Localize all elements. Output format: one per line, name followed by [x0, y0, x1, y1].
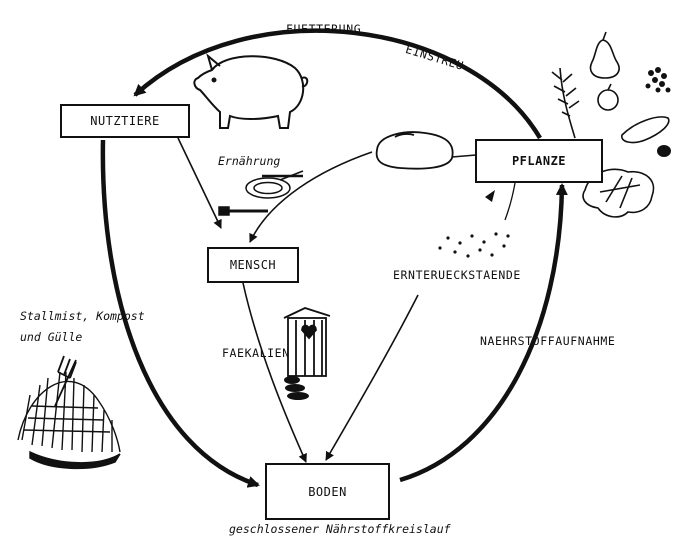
label-faekalien: FAEKALIEN	[222, 346, 290, 360]
label-ernterueckstaende: ERNTERUECKSTAENDE	[393, 268, 521, 282]
line-pflanze-to-residues	[505, 183, 515, 220]
node-mensch: MENSCH	[207, 247, 299, 283]
feces-icon	[284, 376, 309, 400]
plate-cutlery-icon	[219, 171, 303, 215]
node-nutztiere: NUTZTIERE	[60, 104, 190, 138]
manure-pile-icon	[18, 372, 120, 468]
diagram-caption: geschlossener Nährstoffkreislauf	[229, 522, 451, 536]
berries-icon	[646, 67, 671, 93]
seeds-icon	[438, 190, 509, 258]
plum-icon	[657, 145, 671, 157]
cucumber-icon	[622, 117, 669, 143]
label-stallmist-line2: und Gülle	[20, 330, 82, 344]
arrow-nutztiere-to-mensch	[178, 138, 221, 228]
node-pflanze: PFLANZE	[475, 139, 603, 183]
arrow-ernterueckstaende-to-boden	[326, 295, 418, 460]
pig-icon	[194, 56, 307, 128]
apple-icon	[598, 84, 618, 110]
grain-ear-icon	[552, 68, 579, 138]
pear-icon	[591, 32, 620, 78]
outhouse-icon	[284, 308, 330, 376]
label-naehrstoffaufnahme: NAEHRSTOFFAUFNAHME	[480, 334, 615, 348]
bread-loaf-icon	[377, 132, 453, 169]
cycle-arc-boden-to-pflanze	[400, 185, 562, 480]
label-ernaehrung: Ernährung	[218, 154, 280, 168]
arrow-pflanze-to-bread	[452, 155, 476, 157]
node-boden: BODEN	[265, 463, 390, 520]
label-stallmist-line1: Stallmist, Kompost	[20, 309, 145, 323]
label-fuetterung: FUETTERUNG	[286, 22, 361, 36]
